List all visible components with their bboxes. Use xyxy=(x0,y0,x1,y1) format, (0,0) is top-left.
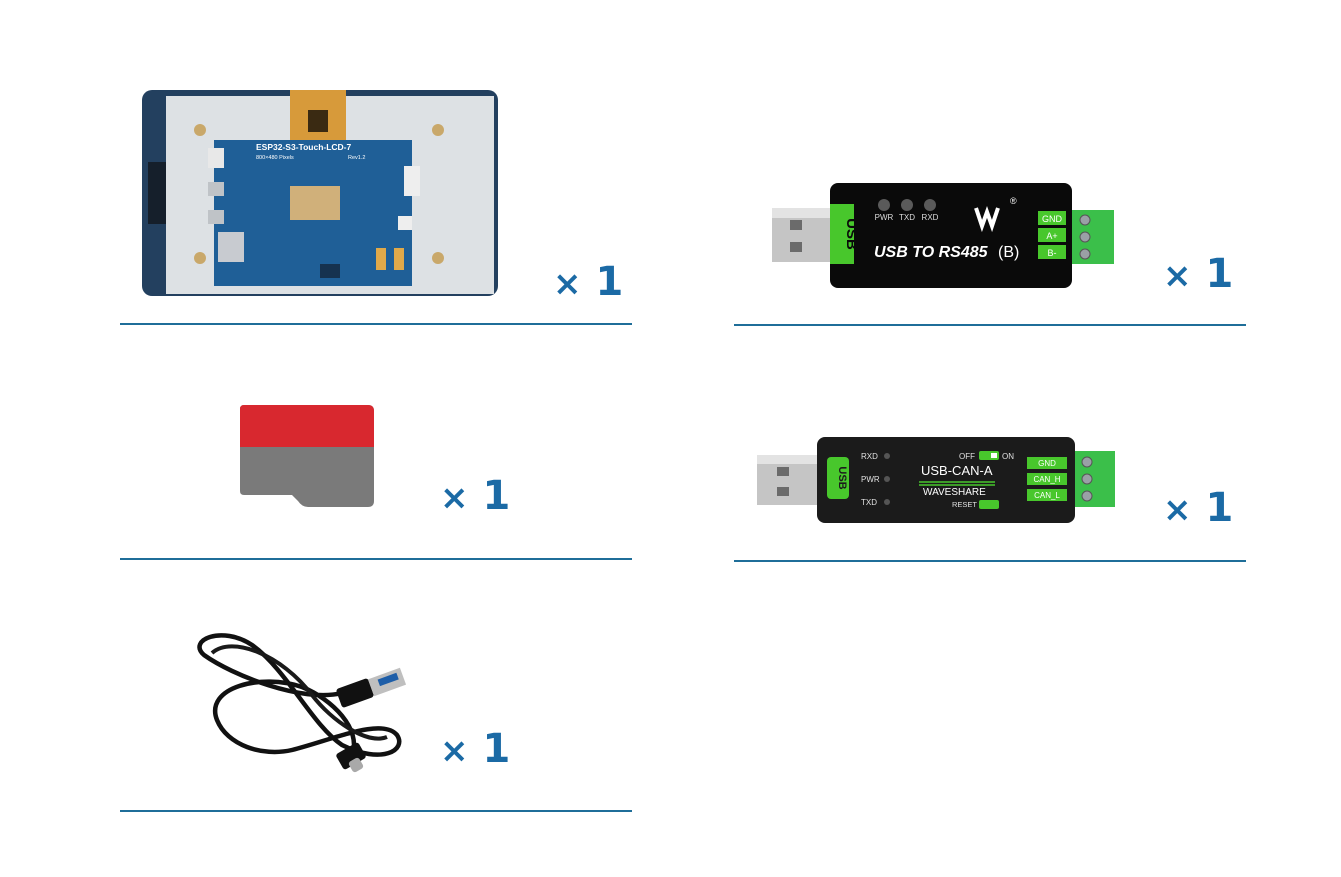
multiply-icon: × xyxy=(440,478,469,518)
rs485-product-label: USB TO RS485 xyxy=(874,244,989,261)
can-terminal-l: CAN_L xyxy=(1034,491,1060,500)
can-switch-off: OFF xyxy=(959,452,975,461)
divider xyxy=(734,324,1246,326)
lcd-rev-label: Rev1.2 xyxy=(348,155,365,161)
usb-c-cable-image xyxy=(192,625,422,775)
multiply-icon: × xyxy=(1163,256,1192,296)
quantity-value: 1 xyxy=(482,726,511,772)
rs485-led-rxd: RXD xyxy=(922,213,939,222)
quantity-usb-c-cable: ×1 xyxy=(440,729,510,771)
can-brand-label: WAVESHARE xyxy=(923,487,986,498)
divider xyxy=(120,810,632,812)
can-led-txd: TXD xyxy=(861,498,877,507)
quantity-lcd-board: ×1 xyxy=(553,262,623,304)
can-product-label: USB-CAN-A xyxy=(921,463,993,478)
multiply-icon: × xyxy=(1163,490,1192,530)
microsd-card-image xyxy=(236,405,376,507)
can-usb-label: USB xyxy=(836,466,848,489)
multiply-icon: × xyxy=(440,731,469,771)
rs485-terminal-a: A+ xyxy=(1046,231,1057,241)
quantity-value: 1 xyxy=(1205,485,1234,531)
svg-text:®: ® xyxy=(1010,196,1017,206)
waveshare-logo-icon xyxy=(974,206,1000,233)
lcd-product-label: ESP32-S3-Touch-LCD-7 xyxy=(256,142,352,152)
rs485-usb-label: USB xyxy=(843,218,860,250)
can-terminal-h: CAN_H xyxy=(1033,475,1060,484)
lcd-resolution-label: 800×480 Pixels xyxy=(256,155,294,161)
can-reset-label: RESET xyxy=(952,500,977,509)
multiply-icon: × xyxy=(553,264,582,304)
can-led-rxd: RXD xyxy=(861,452,878,461)
rs485-led-txd: TXD xyxy=(899,213,915,222)
divider xyxy=(120,323,632,325)
usb-can-a-image: USB RXD PWR TXD OFF ON USB-CAN-A WAVESHA… xyxy=(755,435,1120,525)
quantity-microsd: ×1 xyxy=(440,476,510,518)
can-led-pwr: PWR xyxy=(861,475,880,484)
usb-rs485-image: USB PWR TXD RXD ® USB TO RS485 (B) GND A… xyxy=(770,180,1120,290)
divider xyxy=(734,560,1246,562)
can-terminal-gnd: GND xyxy=(1038,459,1056,468)
quantity-usb-rs485: ×1 xyxy=(1163,254,1233,296)
rs485-led-pwr: PWR xyxy=(875,213,894,222)
quantity-value: 1 xyxy=(595,259,624,305)
quantity-usb-can-a: ×1 xyxy=(1163,488,1233,530)
rs485-terminal-b: B- xyxy=(1048,248,1057,258)
rs485-terminal-gnd: GND xyxy=(1042,214,1063,224)
quantity-value: 1 xyxy=(482,473,511,519)
rs485-variant-label: (B) xyxy=(998,244,1019,261)
quantity-value: 1 xyxy=(1205,251,1234,297)
divider xyxy=(120,558,632,560)
lcd-board-image: ESP32-S3-Touch-LCD-7 800×480 Pixels Rev1… xyxy=(140,88,500,298)
can-switch-on: ON xyxy=(1002,452,1014,461)
